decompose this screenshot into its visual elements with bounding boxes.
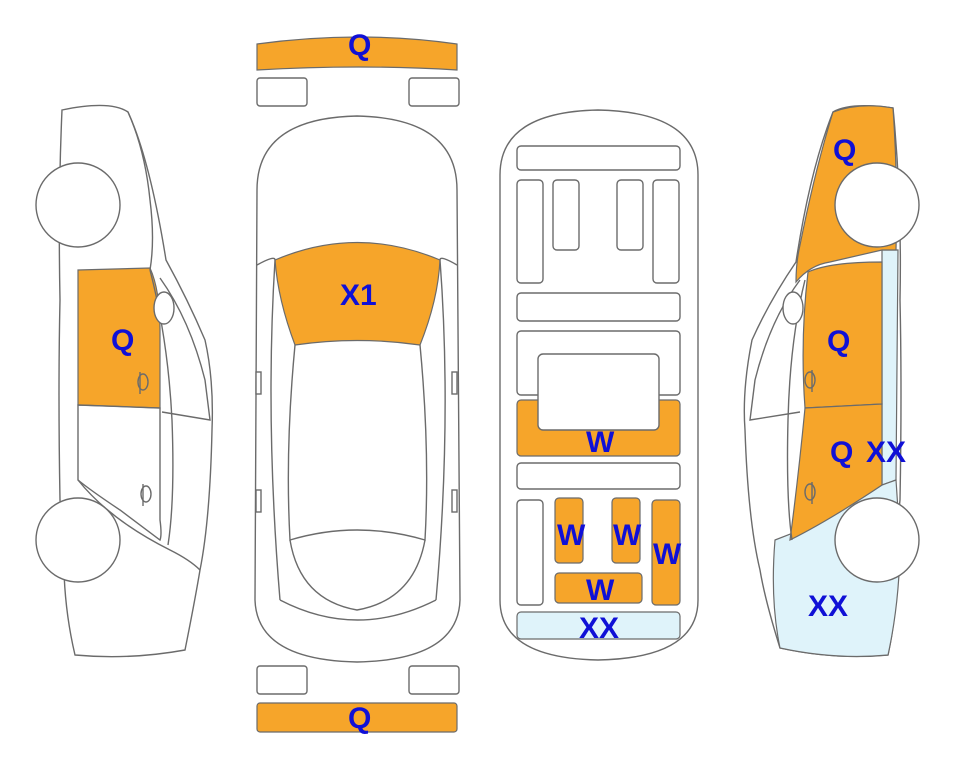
code-floor-mid: W [586,426,615,459]
under-crossmember [516,292,681,322]
left-rear-door-outline [77,404,162,542]
right-side-view [743,105,920,658]
code-floor-bottom: W [586,574,615,607]
left-front-wheel [35,162,121,248]
top-view [254,36,461,733]
floor-bottom-panel[interactable] [554,572,643,604]
floor-right-panel[interactable] [651,499,681,606]
under-rear-crossmember [516,462,681,490]
top-roof-outline [287,344,428,541]
left-window-outline [159,277,211,421]
code-left-front-door: Q [111,324,134,357]
code-front-bumper: Q [348,29,371,62]
top-rear-window [289,539,426,611]
right-window-outline [749,279,801,421]
right-front-wheel [834,162,920,248]
code-windshield: X1 [340,279,377,312]
underbody-view [499,109,699,661]
top-left-side-line [270,259,281,601]
code-right-rear-door-q: Q [830,436,853,469]
left-mirror [153,291,175,325]
front-bumper-panel[interactable] [256,36,458,71]
left-rear-wheel [35,497,121,583]
code-floor-left: W [557,519,586,552]
code-floor-center: W [613,519,642,552]
under-left-inner [552,179,580,251]
top-trunk-line [279,599,437,621]
under-front-bar [516,145,681,171]
left-roof-line [127,111,154,271]
top-hood-right-line [439,257,458,266]
code-rear-bumper: Q [348,702,371,735]
code-floor-rear: XX [579,612,619,645]
code-right-quarter: XX [808,590,848,623]
top-left-mirror [255,371,262,395]
right-mirror [782,291,804,325]
floor-center-panel[interactable] [611,497,641,564]
floor-rear-panel[interactable] [516,611,681,640]
under-left-rail [516,179,544,284]
under-right-inner [616,179,644,251]
left-rear-door-handle [140,484,152,506]
code-right-rear-door-xx: XX [866,436,906,469]
code-floor-right: W [653,538,682,571]
top-right-handle [451,489,458,513]
right-rear-wheel [834,497,920,583]
right-rear-door-panel[interactable] [789,403,883,542]
left-sill-line [77,479,201,571]
floor-left-panel[interactable] [554,497,584,564]
front-left-light [256,77,308,107]
top-hood-left-line [256,257,276,266]
rear-bumper-panel[interactable] [256,702,458,733]
under-center-box [537,353,660,431]
under-right-rail [652,179,680,284]
front-right-light [408,77,460,107]
right-rear-door-handle [804,482,816,504]
top-right-mirror [451,371,458,395]
top-left-handle [255,489,262,513]
under-left-rear-rail [516,499,544,606]
rear-right-light [408,665,460,695]
top-right-side-line [435,259,446,601]
top-body-outline [254,115,461,663]
windshield-panel[interactable] [274,241,441,346]
damage-codes: Q X1 Q Q W W W W W XX Q Q Q XX XX [111,29,906,735]
right-front-door-handle [804,370,816,392]
code-right-front-door: Q [827,325,850,358]
rear-left-light [256,665,308,695]
code-right-fender: Q [833,134,856,167]
left-side-view [35,104,214,658]
left-front-door-handle [137,372,149,394]
